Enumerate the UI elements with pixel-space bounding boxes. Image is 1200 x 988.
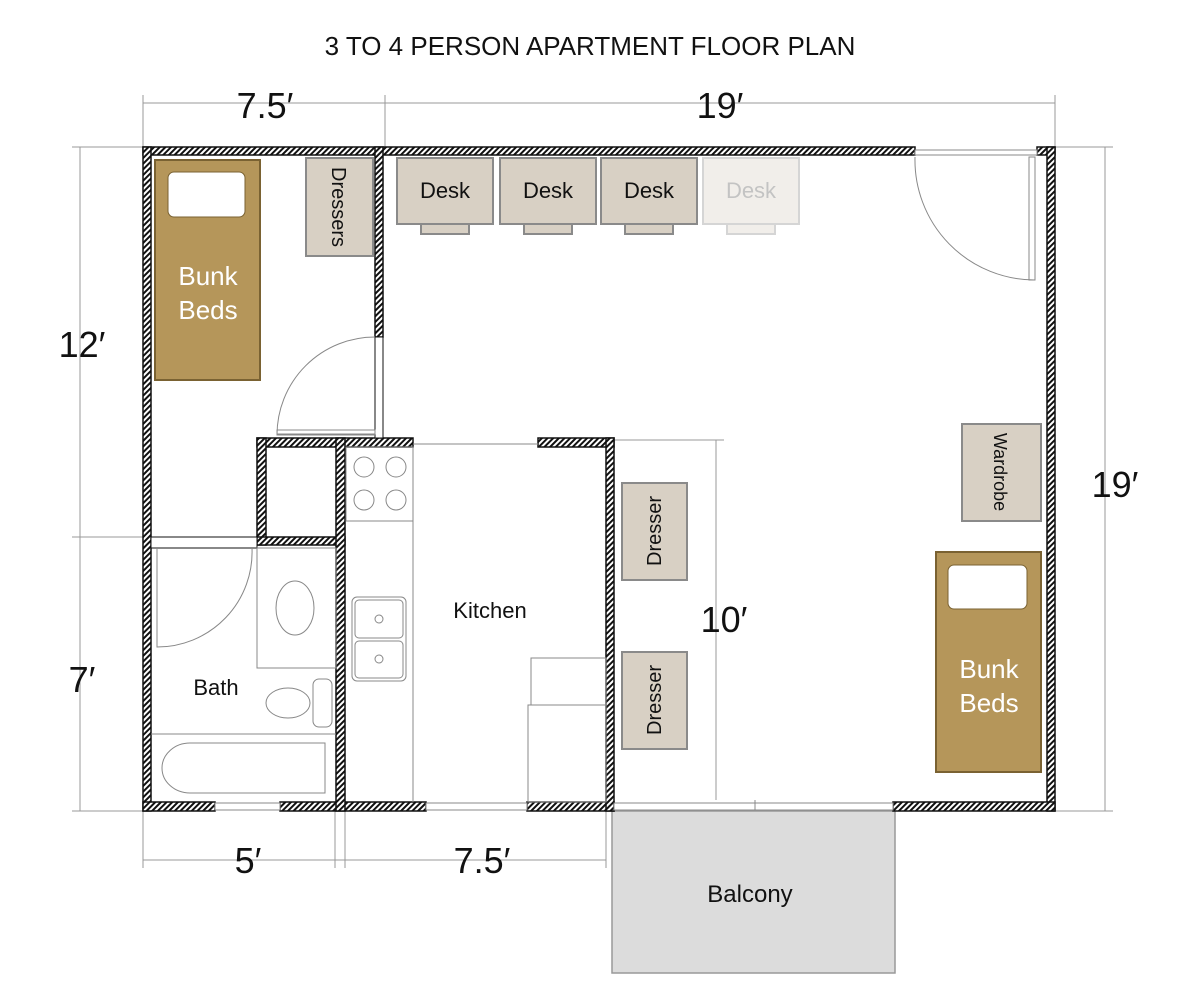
dim-top-left: 7.5′ bbox=[237, 85, 294, 126]
stove-icon bbox=[345, 446, 414, 522]
wardrobe: Wardrobe bbox=[961, 423, 1042, 522]
svg-text:Bunk: Bunk bbox=[178, 261, 238, 291]
dresser-1: Dresser bbox=[621, 482, 688, 581]
desk-2: Desk bbox=[499, 157, 597, 235]
walls bbox=[142, 146, 1056, 812]
dim-interior: 10′ bbox=[701, 599, 748, 640]
svg-text:Beds: Beds bbox=[178, 295, 237, 325]
kitchen-label: Kitchen bbox=[453, 598, 526, 623]
dresser-2: Dresser bbox=[621, 651, 688, 750]
balcony-label: Balcony bbox=[707, 881, 792, 908]
svg-text:Beds: Beds bbox=[959, 688, 1018, 718]
svg-text:Dresser: Dresser bbox=[644, 665, 666, 735]
dimension-lines bbox=[72, 95, 1113, 868]
dim-left-lower: 7′ bbox=[69, 659, 96, 700]
svg-text:Dresser: Dresser bbox=[644, 496, 666, 566]
svg-text:Desk: Desk bbox=[624, 178, 675, 203]
bunk-beds-left: Bunk Beds bbox=[154, 159, 261, 381]
dim-left-upper: 12′ bbox=[59, 324, 106, 365]
dim-top-right: 19′ bbox=[697, 85, 744, 126]
doors-windows bbox=[150, 149, 1038, 811]
bathtub-icon bbox=[161, 742, 326, 794]
kitchen-sink-icon bbox=[351, 596, 407, 682]
plan-title: 3 TO 4 PERSON APARTMENT FLOOR PLAN bbox=[325, 31, 856, 61]
desk-4-optional: Desk bbox=[702, 157, 800, 235]
svg-text:Wardrobe: Wardrobe bbox=[990, 433, 1010, 511]
bath-fixtures bbox=[151, 547, 337, 794]
svg-text:Bunk: Bunk bbox=[959, 654, 1019, 684]
svg-text:Desk: Desk bbox=[420, 178, 471, 203]
svg-text:Desk: Desk bbox=[523, 178, 574, 203]
dim-bottom-left: 5′ bbox=[235, 840, 262, 881]
fridge-icon bbox=[530, 657, 607, 706]
dressers: Dressers bbox=[305, 157, 374, 257]
desk-3: Desk bbox=[600, 157, 698, 235]
dim-bottom-middle: 7.5′ bbox=[454, 840, 511, 881]
desk-1: Desk bbox=[396, 157, 494, 235]
bath-label: Bath bbox=[193, 675, 238, 700]
bunk-beds-right: Bunk Beds bbox=[935, 551, 1042, 773]
sink-icon bbox=[275, 580, 315, 636]
balcony bbox=[611, 810, 896, 974]
kitchen-fixtures bbox=[345, 446, 607, 803]
svg-text:Dressers: Dressers bbox=[327, 167, 349, 247]
dim-right: 19′ bbox=[1092, 464, 1139, 505]
toilet-icon bbox=[265, 687, 311, 719]
svg-text:Desk: Desk bbox=[726, 178, 777, 203]
